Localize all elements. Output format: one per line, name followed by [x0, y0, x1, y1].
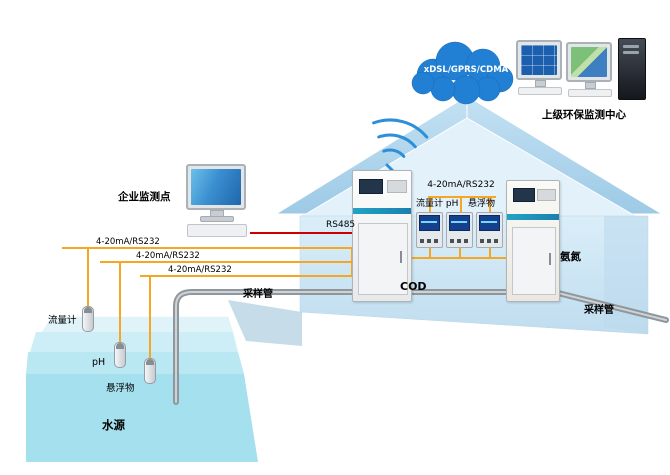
center-keyboard-2: [568, 89, 612, 97]
meter-reading: [451, 221, 467, 223]
panel-meter-ph: [446, 212, 473, 248]
panel-meter-suspended: [476, 212, 503, 248]
center-tower: [618, 38, 646, 100]
center-monitor-2-stand: [585, 82, 596, 89]
meter-group-label-left: 流量计 pH: [416, 199, 459, 209]
tower-slot: [623, 45, 639, 48]
cod-cabinet-door: [358, 223, 408, 295]
water-terraces: [26, 315, 258, 462]
sampling-pipe-label-right: 采样管: [584, 305, 614, 316]
network-cloud-icon: [411, 41, 514, 105]
meter-screen: [449, 215, 470, 231]
meter-reading: [421, 221, 437, 223]
enterprise-screen: [191, 169, 241, 205]
ammonia-cabinet-screen: [513, 188, 535, 202]
monitoring-center-station: [514, 38, 646, 110]
sensor-cap: [116, 343, 124, 349]
ammonia-cabinet-keypad: [537, 189, 556, 201]
enterprise-keyboard: [187, 224, 247, 237]
meter-screen: [479, 215, 500, 231]
cod-cabinet-screen: [359, 179, 383, 194]
rs485-label: RS485: [326, 220, 356, 230]
enterprise-computer: [184, 164, 250, 240]
meter-group-label-right: 悬浮物: [468, 199, 496, 209]
cod-cabinet-handle: [400, 251, 402, 263]
ammonia-label: 氨氮: [560, 251, 581, 263]
enterprise-monitor-base: [200, 216, 234, 222]
meter-screen: [419, 215, 440, 231]
monitoring-center-label: 上级环保监测中心: [542, 109, 626, 121]
suspended-sensor-label: 悬浮物: [106, 383, 135, 394]
sensor-cap: [84, 307, 92, 313]
wire-label-3: 4-20mA/RS232: [168, 265, 232, 275]
meter-bus-label: 4-20mA/RS232: [427, 180, 495, 190]
cod-label: COD: [400, 280, 427, 293]
flow-sensor-label: 流量计: [48, 315, 77, 326]
cod-cabinet-keypad: [387, 180, 407, 193]
meter-reading: [481, 221, 497, 223]
ph-sensor-label: pH: [92, 357, 106, 368]
ammonia-analyzer-cabinet: [506, 180, 560, 302]
sampling-pipe: [173, 289, 669, 405]
center-monitor-1-screen: [521, 45, 557, 75]
sampling-pipe-label-left: 采样管: [243, 289, 273, 300]
ground-cliff: [228, 300, 302, 346]
ph-sensor: [114, 342, 126, 368]
cod-analyzer-cabinet: [352, 170, 412, 302]
ammonia-cabinet-handle: [549, 253, 551, 265]
ammonia-cabinet-stripe: [507, 214, 559, 220]
enterprise-monitor: [186, 164, 246, 210]
water-source-label: 水源: [102, 418, 125, 432]
suspended-solids-sensor: [144, 358, 156, 384]
sensor-cap: [146, 359, 154, 365]
panel-meter-flow: [416, 212, 443, 248]
tower-slot: [623, 51, 639, 54]
center-monitor-2: [566, 42, 612, 82]
meter-buttons: [480, 239, 500, 243]
roof-right: [466, 95, 664, 215]
center-monitor-1: [516, 40, 562, 80]
meter-buttons: [420, 239, 440, 243]
cloud-label: xDSL/GPRS/CDMA: [423, 65, 509, 75]
center-monitor-1-stand: [535, 80, 546, 87]
wire-label-2: 4-20mA/RS232: [136, 251, 200, 261]
center-monitor-2-screen: [571, 47, 607, 77]
center-keyboard-1: [518, 87, 562, 95]
enterprise-label: 企业监测点: [118, 191, 171, 203]
meter-buttons: [450, 239, 470, 243]
cod-cabinet-stripe: [353, 208, 411, 214]
ammonia-cabinet-door: [512, 227, 556, 295]
wire-label-1: 4-20mA/RS232: [96, 237, 160, 247]
flow-sensor: [82, 306, 94, 332]
